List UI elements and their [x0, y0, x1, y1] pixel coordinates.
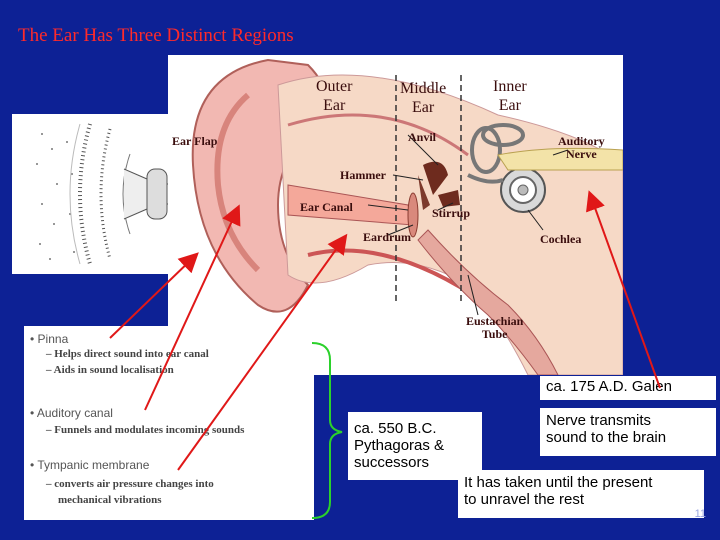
label-middle-ear: Middle Ear: [400, 80, 447, 116]
note-canal-text: Auditory canal: [36, 406, 113, 420]
label-eustachian-tube: Eustachian Tube: [466, 314, 524, 341]
note-membrane-text: Tympanic membrane: [37, 458, 150, 472]
label-stirrup: Stirrup: [432, 206, 471, 220]
slide-title: The Ear Has Three Distinct Regions: [18, 25, 294, 46]
label-cochlea: Cochlea: [540, 232, 582, 246]
label-outer-ear: Outer Ear: [316, 78, 353, 114]
note-pinna-text: Pinna: [37, 332, 69, 346]
page-number: 11: [694, 508, 706, 520]
label-hammer: Hammer: [340, 168, 386, 182]
note-membrane: • Tympanic membrane: [30, 458, 150, 472]
label-ear-flap: Ear Flap: [172, 134, 218, 148]
note-canal-sub1: – Funnels and modulates incoming sounds: [46, 424, 245, 436]
label-auditory-nerve: Auditory Nerve: [558, 134, 605, 161]
callout-nerve: Nerve transmits sound to the brain: [540, 408, 716, 456]
notes-panel: • Pinna – Helps direct sound into ear ca…: [24, 326, 314, 520]
callout-galen: ca. 175 A.D. Galen: [540, 376, 716, 400]
label-ear-canal: Ear Canal: [300, 200, 353, 214]
callout-present: It has taken until the present to unrave…: [458, 470, 704, 518]
label-anvil: Anvil: [408, 130, 437, 144]
note-pinna-sub1: – Helps direct sound into ear canal: [46, 348, 209, 360]
note-pinna: • Pinna: [30, 332, 69, 346]
note-membrane-sub1: – converts air pressure changes into: [46, 478, 214, 490]
note-pinna-sub2: – Aids in sound localisation: [46, 364, 174, 376]
label-eardrum: Eardrum: [363, 230, 411, 244]
label-inner-ear: Inner Ear: [493, 78, 527, 114]
note-membrane-sub2: mechanical vibrations: [58, 494, 162, 506]
sound-wave-figure: [12, 114, 187, 274]
sound-wave-image: [12, 114, 187, 274]
note-canal: • Auditory canal: [30, 406, 113, 420]
callout-pythagoras: ca. 550 B.C. Pythagoras & successors: [348, 412, 482, 480]
